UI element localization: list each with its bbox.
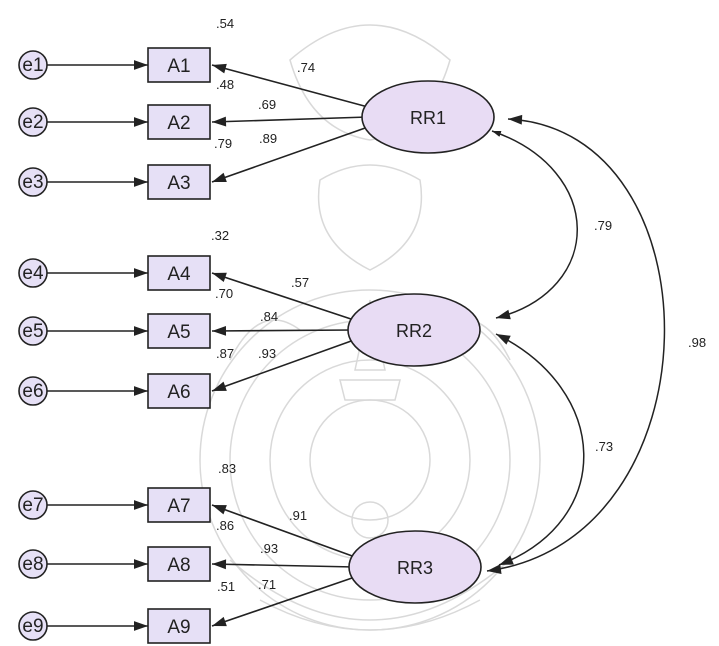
indicator-label: A3 — [167, 173, 190, 194]
diagram-nodes — [18, 47, 495, 644]
indicator-node — [147, 487, 211, 523]
error-label: e9 — [22, 616, 43, 637]
loading-path-arrow — [211, 126, 369, 183]
r-squared-label: .87 — [216, 346, 234, 361]
loading-path-arrow — [211, 339, 355, 392]
indicator-label: A1 — [167, 56, 190, 77]
loading-path-arrow — [211, 504, 356, 558]
error-node — [18, 611, 48, 641]
indicator-label: A9 — [167, 617, 190, 638]
correlation-label: .79 — [594, 218, 612, 233]
error-node — [18, 376, 48, 406]
latent-label: RR3 — [397, 558, 433, 578]
indicator-node — [147, 104, 211, 140]
error-node — [18, 107, 48, 137]
loading-path-arrow — [211, 576, 356, 627]
indicator-node — [147, 164, 211, 200]
covariance-rr1-rr2 — [491, 130, 578, 320]
r-squared-label: .32 — [211, 228, 229, 243]
loading-label: .71 — [258, 577, 276, 592]
indicator-node — [147, 255, 211, 291]
indicator-label: A7 — [167, 496, 190, 517]
latent-label: RR2 — [396, 321, 432, 341]
loading-label: .89 — [259, 131, 277, 146]
indicator-label: A4 — [167, 264, 191, 285]
loading-path-arrow — [211, 559, 356, 570]
loading-label: .93 — [258, 346, 276, 361]
indicator-label: A2 — [167, 113, 190, 134]
covariance-rr1-rr3 — [486, 114, 666, 574]
correlation-label: .73 — [595, 439, 613, 454]
diagram-edges — [47, 60, 666, 631]
loading-path-arrow — [211, 272, 355, 321]
error-node — [18, 167, 48, 197]
r-squared-label: .70 — [215, 286, 233, 301]
latent-factor-node — [347, 293, 481, 367]
indicator-node — [147, 47, 211, 83]
error-node — [18, 549, 48, 579]
loading-path-arrow — [211, 116, 369, 127]
indicator-node — [147, 373, 211, 409]
error-label: e1 — [22, 55, 43, 76]
error-node — [18, 490, 48, 520]
loading-path-arrow — [211, 63, 369, 108]
r-squared-label: .51 — [217, 579, 235, 594]
error-label: e5 — [22, 321, 43, 342]
indicator-node — [147, 546, 211, 582]
error-label: e3 — [22, 172, 43, 193]
error-label: e8 — [22, 554, 43, 575]
error-label: e2 — [22, 112, 43, 133]
loading-path-arrow — [211, 326, 355, 336]
loading-label: .84 — [260, 309, 278, 324]
latent-label: RR1 — [410, 108, 446, 128]
r-squared-label: .79 — [214, 136, 232, 151]
indicator-node — [147, 608, 211, 644]
r-squared-label: .83 — [218, 461, 236, 476]
covariance-rr2-rr3 — [495, 333, 585, 566]
loading-label: .91 — [289, 508, 307, 523]
indicator-label: A6 — [167, 382, 190, 403]
indicator-node — [147, 313, 211, 349]
r-squared-label: .54 — [216, 16, 234, 31]
correlation-label: .98 — [688, 335, 706, 350]
error-node — [18, 258, 48, 288]
loading-label: .74 — [297, 60, 315, 75]
loading-label: .69 — [258, 97, 276, 112]
loading-label: .93 — [260, 541, 278, 556]
r-squared-label: .86 — [216, 518, 234, 533]
r-squared-label: .48 — [216, 77, 234, 92]
loading-label: .57 — [291, 275, 309, 290]
error-node — [18, 316, 48, 346]
error-label: e4 — [22, 263, 44, 284]
latent-factor-node — [348, 530, 482, 604]
indicator-label: A5 — [167, 322, 190, 343]
error-label: e7 — [22, 495, 43, 516]
latent-factor-node — [361, 80, 495, 154]
error-node — [18, 50, 48, 80]
indicator-label: A8 — [167, 555, 190, 576]
error-label: e6 — [22, 381, 43, 402]
